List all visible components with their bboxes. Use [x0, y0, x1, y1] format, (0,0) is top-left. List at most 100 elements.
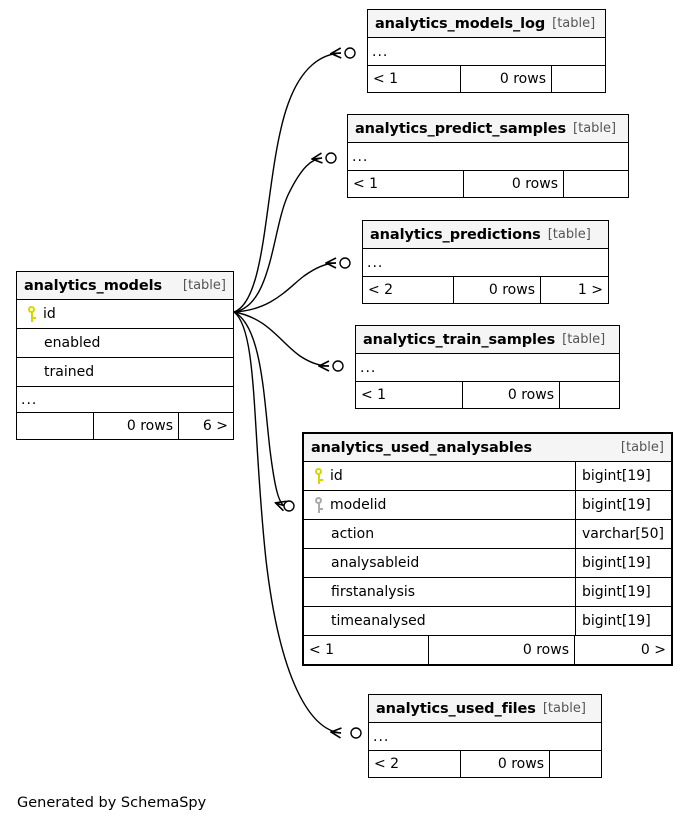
column-cell: enabled: [17, 329, 233, 357]
table-kind-label: [table]: [620, 439, 664, 455]
table-node-analytics-used-analysables[interactable]: analytics_used_analysables [table] id bi…: [302, 432, 673, 666]
table-row[interactable]: trained: [17, 358, 233, 387]
footer-outgoing-count: [560, 382, 619, 408]
table-header-analytics-models-log: analytics_models_log [table]: [368, 10, 605, 38]
column-type: bigint[19]: [575, 462, 671, 490]
footer-row-count: 0 rows: [460, 66, 552, 92]
table-title: analytics_predictions: [370, 226, 541, 243]
column-name: action: [331, 526, 375, 542]
footer-row-count: 0 rows: [462, 382, 560, 408]
footer-outgoing-count: [564, 171, 626, 197]
table-row[interactable]: action varchar[50]: [304, 520, 671, 549]
cardinality-circle-used-files: [350, 727, 362, 739]
table-footer-analytics-models: 0 rows 6 >: [17, 413, 233, 439]
more-columns-indicator: ...: [363, 249, 608, 277]
table-title: analytics_models: [24, 277, 162, 294]
table-row[interactable]: firstanalysis bigint[19]: [304, 578, 671, 607]
footer-incoming-count: < 1: [353, 176, 379, 192]
table-node-analytics-models[interactable]: analytics_models [table] id enabled trai…: [16, 271, 234, 440]
table-row[interactable]: analysableid bigint[19]: [304, 549, 671, 578]
footer-row-count: 0 rows: [93, 413, 179, 439]
footer-outgoing-count: [552, 66, 605, 92]
primary-key-icon: [313, 468, 326, 484]
table-node-analytics-train-samples[interactable]: analytics_train_samples [table] ... < 1 …: [355, 325, 620, 409]
cardinality-circle-models-log: [344, 47, 356, 59]
footer-row-count: 0 rows: [463, 171, 564, 197]
column-type: bigint[19]: [575, 549, 671, 577]
table-node-analytics-predictions[interactable]: analytics_predictions [table] ... < 2 0 …: [362, 220, 609, 304]
footer-outgoing-count: [550, 751, 601, 777]
more-columns-indicator: ...: [368, 38, 605, 66]
footer-row-count: 0 rows: [428, 636, 575, 664]
footer-outgoing-count: 6 >: [202, 418, 228, 434]
cardinality-circle-used-analysables: [283, 500, 295, 512]
table-kind-label: [table]: [552, 15, 596, 31]
table-node-analytics-used-files[interactable]: analytics_used_files [table] ... < 2 0 r…: [368, 694, 602, 778]
table-row[interactable]: enabled: [17, 329, 233, 358]
table-kind-label: [table]: [182, 277, 226, 293]
cardinality-circle-train-samples: [332, 360, 344, 372]
column-cell: analysableid: [304, 549, 575, 577]
footer-outgoing-count: 1 >: [577, 282, 603, 298]
table-title: analytics_train_samples: [363, 331, 556, 348]
table-title: analytics_predict_samples: [355, 120, 567, 137]
footer-incoming-count: < 1: [361, 387, 387, 403]
footer-outgoing-count: 0 >: [640, 642, 666, 658]
table-footer-analytics-train-samples: < 1 0 rows: [356, 382, 619, 408]
column-cell: trained: [17, 358, 233, 386]
footer-incoming-count: < 2: [368, 282, 394, 298]
edge-analytics-models-to-analytics-models-log: [233, 53, 341, 313]
table-footer-analytics-models-log: < 1 0 rows: [368, 66, 605, 92]
footer-row-count: 0 rows: [453, 277, 541, 303]
column-name: id: [43, 306, 56, 322]
footer-incoming-count: < 1: [373, 71, 399, 87]
footer-incoming-count: < 1: [309, 642, 335, 658]
edge-analytics-models-to-analytics-train-samples: [233, 311, 329, 366]
column-name: firstanalysis: [331, 584, 416, 600]
table-header-analytics-predictions: analytics_predictions [table]: [363, 221, 608, 249]
footer-incoming-count: [17, 413, 93, 439]
edge-analytics-models-to-analytics-used-analysables: [233, 311, 285, 506]
table-kind-label: [table]: [542, 700, 586, 716]
more-columns-indicator: ...: [348, 143, 628, 171]
edge-analytics-models-to-analytics-predict-samples: [233, 158, 322, 313]
column-cell: modelid: [304, 491, 575, 519]
generated-by-label: Generated by SchemaSpy: [17, 795, 207, 811]
column-name: trained: [44, 364, 95, 380]
column-cell: id: [304, 462, 575, 490]
column-cell: action: [304, 520, 575, 548]
column-name: modelid: [330, 497, 387, 513]
table-row[interactable]: timeanalysed bigint[19]: [304, 607, 671, 636]
column-cell: firstanalysis: [304, 578, 575, 606]
table-title: analytics_used_files: [376, 700, 536, 717]
cardinality-circle-predictions: [339, 257, 351, 269]
table-title: analytics_models_log: [375, 15, 546, 32]
foreign-key-icon: [313, 497, 326, 513]
column-name: analysableid: [331, 555, 420, 571]
table-row[interactable]: id: [17, 300, 233, 329]
column-type: bigint[19]: [575, 607, 671, 635]
more-columns-indicator: ...: [17, 387, 233, 413]
table-header-analytics-models: analytics_models [table]: [17, 272, 233, 300]
edge-analytics-models-to-analytics-predictions: [233, 263, 336, 313]
table-header-analytics-train-samples: analytics_train_samples [table]: [356, 326, 619, 354]
table-row[interactable]: modelid bigint[19]: [304, 491, 671, 520]
column-name: timeanalysed: [331, 613, 426, 629]
table-node-analytics-models-log[interactable]: analytics_models_log [table] ... < 1 0 r…: [367, 9, 606, 93]
primary-key-icon: [26, 306, 39, 322]
cardinality-circle-predict-samples: [325, 152, 337, 164]
column-cell: id: [17, 300, 233, 328]
table-node-analytics-predict-samples[interactable]: analytics_predict_samples [table] ... < …: [347, 114, 629, 198]
more-columns-indicator: ...: [356, 354, 619, 382]
table-header-analytics-used-analysables: analytics_used_analysables [table]: [304, 434, 671, 462]
column-cell: timeanalysed: [304, 607, 575, 635]
table-footer-analytics-used-files: < 2 0 rows: [369, 751, 601, 777]
table-header-analytics-used-files: analytics_used_files [table]: [369, 695, 601, 723]
footer-row-count: 0 rows: [460, 751, 550, 777]
table-row[interactable]: id bigint[19]: [304, 462, 671, 491]
table-kind-label: [table]: [562, 331, 606, 347]
table-footer-analytics-used-analysables: < 1 0 rows 0 >: [304, 636, 671, 664]
more-columns-indicator: ...: [369, 723, 601, 751]
table-footer-analytics-predictions: < 2 0 rows 1 >: [363, 277, 608, 303]
